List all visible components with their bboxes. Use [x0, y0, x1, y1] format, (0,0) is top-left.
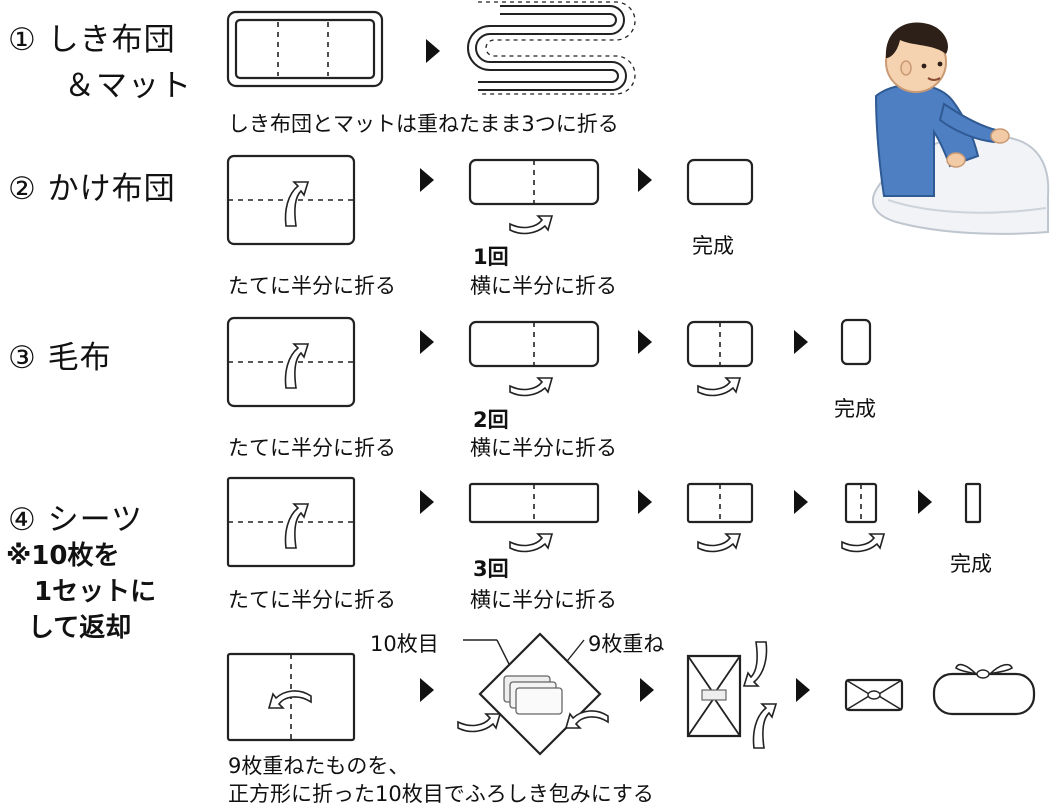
wrap-step3: [686, 641, 777, 749]
next-arrow: [640, 678, 654, 702]
section-4-note-line1: ※10枚を: [6, 541, 120, 571]
section-4-caption-vertical: たてに半分に折る: [228, 588, 396, 612]
tri-fold-diagram: [467, 1, 636, 95]
section-4-caption-horizontal: 横に半分に折る: [470, 588, 617, 612]
next-arrow: [638, 330, 652, 354]
section-1-label: ① しき布団: [8, 22, 176, 58]
section-1-label-sub: ＆マット: [64, 68, 192, 104]
next-arrow: [796, 678, 810, 702]
wrap-label-9: 9枚重ね: [588, 632, 665, 656]
wrap-caption-line1: 9枚重ねたものを、: [228, 754, 410, 778]
next-arrow: [794, 490, 808, 514]
futon-mattress-diagram: [226, 10, 384, 88]
section-3-caption-horizontal: 横に半分に折る: [470, 436, 617, 460]
section-3-label: ③ 毛布: [8, 340, 112, 376]
section-4-label: ④ シーツ: [8, 502, 144, 538]
next-arrow: [638, 168, 652, 192]
section-4-done: 完成: [950, 552, 992, 576]
section-4-count: 3回: [473, 557, 509, 581]
wrap-label-10th: 10枚目: [370, 632, 439, 656]
sheet-step4: [841, 482, 885, 553]
comforter-step1: [226, 154, 356, 246]
sheet-complete: [964, 482, 982, 524]
section-3-caption-vertical: たてに半分に折る: [228, 436, 396, 460]
blanket-step1: [226, 316, 356, 408]
section-2-label: ② かけ布団: [8, 171, 176, 207]
section-4-note-line3: して返却: [28, 613, 132, 643]
next-arrow: [420, 168, 434, 192]
blanket-step2: [468, 320, 600, 397]
next-arrow: [426, 39, 440, 63]
blanket-step3: [686, 320, 754, 397]
comforter-step2: [468, 158, 600, 235]
wrap-caption-line2: 正方形に折った10枚目でふろしき包みにする: [228, 782, 654, 806]
person-folding-futon-illustration: [871, 22, 1050, 235]
sheet-step1: [226, 476, 356, 568]
section-4-note-line2: 1セットに: [34, 577, 157, 607]
next-arrow: [794, 330, 808, 354]
comforter-complete: [686, 158, 754, 206]
section-2-caption-vertical: たてに半分に折る: [228, 274, 396, 298]
next-arrow: [918, 490, 932, 514]
section-2-caption-horizontal: 横に半分に折る: [470, 274, 617, 298]
blanket-complete: [840, 318, 872, 366]
next-arrow: [420, 330, 434, 354]
wrap-step4: [844, 678, 904, 712]
section-2-count: 1回: [473, 245, 509, 269]
wrap-step1: [226, 652, 356, 742]
sheet-step2: [468, 482, 600, 553]
wrap-step2: [457, 632, 609, 756]
wrap-complete-bundle: [932, 663, 1036, 716]
next-arrow: [420, 490, 434, 514]
sheet-step3: [686, 482, 754, 553]
section-1-caption: しき布団とマットは重ねたまま3つに折る: [228, 112, 619, 136]
section-3-done: 完成: [834, 397, 876, 421]
next-arrow: [420, 678, 434, 702]
next-arrow: [638, 490, 652, 514]
section-2-done: 完成: [692, 234, 734, 258]
section-3-count: 2回: [473, 408, 509, 432]
